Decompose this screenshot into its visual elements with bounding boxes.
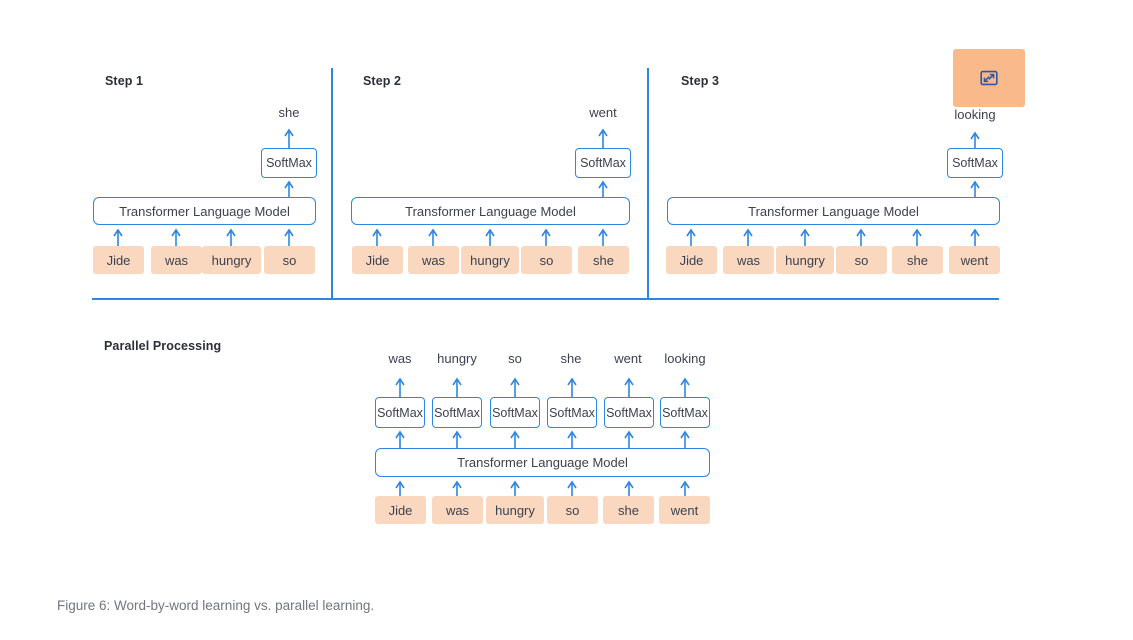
parallel-model-to-softmax-arrow-6 [680, 430, 690, 448]
step-2-input-arrow-2 [428, 228, 438, 246]
parallel-token-4: so [547, 496, 598, 524]
step-3-input-arrow-4 [856, 228, 866, 246]
step-1-transformer-box: Transformer Language Model [93, 197, 316, 225]
parallel-model-to-softmax-arrow-5 [624, 430, 634, 448]
step-3-label: Step 3 [681, 74, 720, 88]
step-2-input-arrow-3 [485, 228, 495, 246]
parallel-processing-label: Parallel Processing [104, 339, 222, 353]
parallel-softmax-3: SoftMax [490, 397, 540, 428]
parallel-input-arrow-5 [624, 480, 634, 498]
step-1-input-arrow-3 [226, 228, 236, 246]
parallel-input-arrow-3 [510, 480, 520, 498]
expand-overlay-tile[interactable] [953, 49, 1025, 107]
step-3-token-2: was [723, 246, 774, 274]
step-3-input-arrow-2 [743, 228, 753, 246]
parallel-output-6: looking [664, 351, 706, 366]
step-1-input-arrow-1 [113, 228, 123, 246]
step-3-input-arrow-3 [800, 228, 810, 246]
step-2-token-1: Jide [352, 246, 403, 274]
parallel-softmax-to-output-arrow-4 [567, 377, 577, 397]
step-3-token-3: hungry [776, 246, 834, 274]
step-divider-2 [647, 68, 649, 300]
parallel-model-to-softmax-arrow-2 [452, 430, 462, 448]
parallel-softmax-to-output-arrow-5 [624, 377, 634, 397]
parallel-model-to-softmax-arrow-1 [395, 430, 405, 448]
parallel-token-6: went [659, 496, 710, 524]
step-3-output-word: looking [954, 107, 996, 122]
step-3-token-1: Jide [666, 246, 717, 274]
step-3-token-5: she [892, 246, 943, 274]
step-3-input-arrow-1 [686, 228, 696, 246]
step-divider-1 [331, 68, 333, 300]
parallel-softmax-to-output-arrow-2 [452, 377, 462, 397]
step-1-softmax-box: SoftMax [261, 148, 317, 178]
parallel-softmax-1: SoftMax [375, 397, 425, 428]
parallel-token-2: was [432, 496, 483, 524]
parallel-model-to-softmax-arrow-4 [567, 430, 577, 448]
step-3-softmax-to-output-arrow [970, 131, 980, 149]
parallel-output-4: she [560, 351, 582, 366]
parallel-output-5: went [614, 351, 642, 366]
sequential-baseline [92, 298, 999, 300]
step-2-softmax-box: SoftMax [575, 148, 631, 178]
step-3-input-arrow-6 [970, 228, 980, 246]
parallel-token-3: hungry [486, 496, 544, 524]
step-2-input-arrow-1 [372, 228, 382, 246]
expand-icon[interactable] [978, 69, 1000, 87]
parallel-model-to-softmax-arrow-3 [510, 430, 520, 448]
parallel-input-arrow-6 [680, 480, 690, 498]
step-2-label: Step 2 [363, 74, 402, 88]
parallel-output-3: so [508, 351, 522, 366]
step-2-token-5: she [578, 246, 629, 274]
parallel-input-arrow-2 [452, 480, 462, 498]
step-1-label: Step 1 [105, 74, 144, 88]
parallel-output-2: hungry [437, 351, 477, 366]
step-1-input-arrow-4 [284, 228, 294, 246]
parallel-transformer-box: Transformer Language Model [375, 448, 710, 477]
step-1-input-arrow-2 [171, 228, 181, 246]
parallel-softmax-to-output-arrow-3 [510, 377, 520, 397]
step-2-softmax-to-output-arrow [598, 128, 608, 148]
step-2-token-2: was [408, 246, 459, 274]
step-2-token-3: hungry [461, 246, 519, 274]
step-2-token-4: so [521, 246, 572, 274]
step-3-input-arrow-5 [912, 228, 922, 246]
parallel-softmax-4: SoftMax [547, 397, 597, 428]
parallel-input-arrow-1 [395, 480, 405, 498]
step-1-token-4: so [264, 246, 315, 274]
parallel-softmax-to-output-arrow-1 [395, 377, 405, 397]
step-3-transformer-box: Transformer Language Model [667, 197, 1000, 225]
parallel-softmax-to-output-arrow-6 [680, 377, 690, 397]
step-1-softmax-to-output-arrow [284, 128, 294, 148]
parallel-token-5: she [603, 496, 654, 524]
step-2-output-word: went [589, 105, 617, 120]
step-3-softmax-box: SoftMax [947, 148, 1003, 178]
step-3-token-6: went [949, 246, 1000, 274]
parallel-softmax-5: SoftMax [604, 397, 654, 428]
parallel-input-arrow-4 [567, 480, 577, 498]
step-1-token-1: Jide [93, 246, 144, 274]
parallel-softmax-6: SoftMax [660, 397, 710, 428]
step-1-token-3: hungry [202, 246, 261, 274]
parallel-token-1: Jide [375, 496, 426, 524]
step-2-input-arrow-5 [598, 228, 608, 246]
parallel-softmax-2: SoftMax [432, 397, 482, 428]
step-2-input-arrow-4 [541, 228, 551, 246]
step-1-output-word: she [278, 105, 300, 120]
step-3-token-4: so [836, 246, 887, 274]
step-2-transformer-box: Transformer Language Model [351, 197, 630, 225]
parallel-output-1: was [388, 351, 412, 366]
figure-caption: Figure 6: Word-by-word learning vs. para… [57, 598, 375, 613]
step-1-token-2: was [151, 246, 202, 274]
